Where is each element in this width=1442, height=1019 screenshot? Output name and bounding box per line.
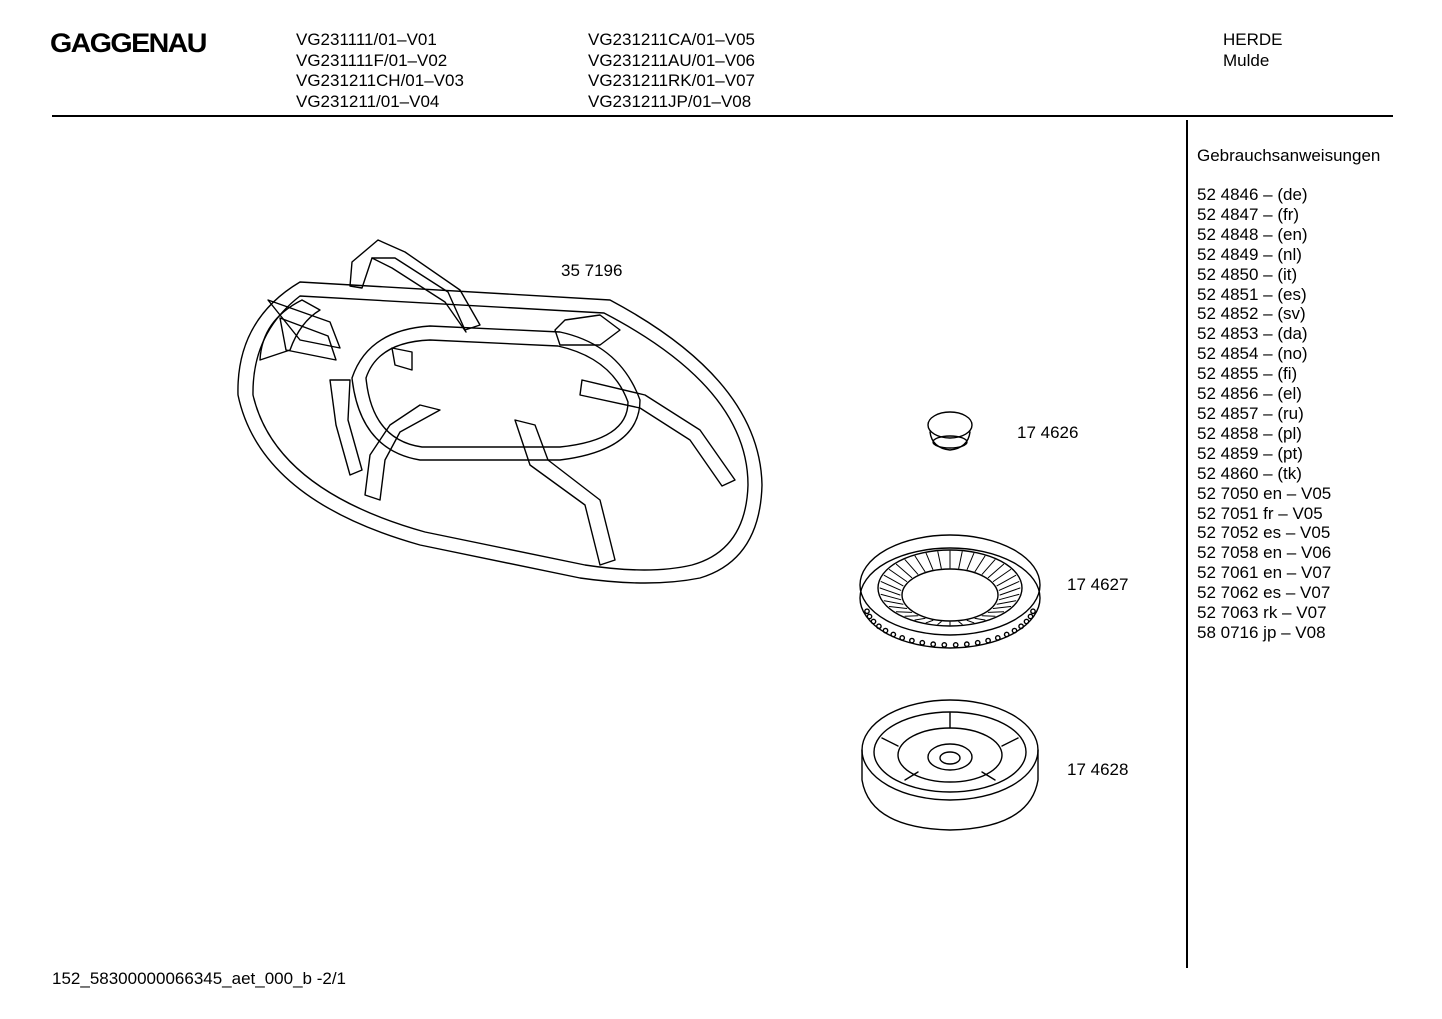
category: HERDE Mulde — [1223, 30, 1283, 71]
manual-item: 58 0716 jp – V08 — [1197, 622, 1326, 642]
model-list-col2: VG231211CA/01–V05 VG231211AU/01–V06 VG23… — [588, 30, 755, 112]
manual-item: 52 4849 – (nl) — [1197, 244, 1302, 264]
manual-item: 52 7052 es – V05 — [1197, 523, 1331, 543]
manual-item: 52 7063 rk – V07 — [1197, 603, 1327, 623]
manual-item: 52 4851 – (es) — [1197, 284, 1307, 304]
burner-base-drawing — [861, 699, 1039, 831]
header-divider — [52, 115, 1393, 117]
manual-item: 52 7061 en – V07 — [1197, 563, 1332, 583]
category-line2: Mulde — [1223, 50, 1270, 70]
manuals-items: 52 4846 – (de)52 4847 – (fr)52 4848 – (e… — [1197, 185, 1380, 643]
grate-part-number: 35 7196 — [561, 261, 623, 280]
burner-ports — [864, 550, 1036, 648]
model-number: VG231211CH/01–V03 — [296, 71, 464, 90]
manual-item: 52 4860 – (tk) — [1197, 463, 1302, 483]
manual-item: 52 4857 – (ru) — [1197, 403, 1304, 423]
manual-item: 52 4856 – (el) — [1197, 384, 1302, 404]
manual-item: 52 4847 – (fr) — [1197, 204, 1300, 224]
manual-item: 52 7051 fr – V05 — [1197, 503, 1323, 523]
model-number: VG231211/01–V04 — [296, 91, 440, 111]
burner-base-part-number: 17 4628 — [1067, 760, 1129, 779]
category-line1: HERDE — [1223, 30, 1283, 49]
model-number: VG231111/01–V01 — [296, 30, 437, 49]
model-number: VG231211CA/01–V05 — [588, 30, 755, 49]
manuals-heading: Gebrauchsanweisungen — [1197, 146, 1381, 165]
cap-part-number: 17 4626 — [1017, 423, 1079, 442]
model-list-col1: VG231111/01–V01 VG231111F/01–V02 VG23121… — [296, 30, 464, 112]
model-number: VG231111F/01–V02 — [296, 50, 448, 70]
manual-item: 52 4858 – (pl) — [1197, 423, 1302, 443]
manual-item: 52 4852 – (sv) — [1197, 304, 1306, 324]
sidebar-divider — [1186, 120, 1188, 968]
manuals-list: Gebrauchsanweisungen 52 4846 – (de)52 48… — [1197, 146, 1380, 643]
manual-item: 52 4850 – (it) — [1197, 264, 1298, 284]
manual-item: 52 4853 – (da) — [1197, 324, 1308, 344]
grate-drawing — [237, 239, 763, 584]
model-number: VG231211AU/01–V06 — [588, 50, 755, 70]
manual-item: 52 4846 – (de) — [1197, 185, 1308, 204]
manual-item: 52 4848 – (en) — [1197, 224, 1308, 244]
model-number: VG231211JP/01–V08 — [588, 91, 752, 111]
burner-ring-drawing — [859, 534, 1041, 649]
manual-item: 52 7062 es – V07 — [1197, 583, 1331, 603]
burner-ring-part-number: 17 4627 — [1067, 575, 1129, 594]
brand-logo: GAGGENAU — [50, 28, 207, 58]
manual-item: 52 4859 – (pt) — [1197, 443, 1303, 463]
manual-item: 52 4854 – (no) — [1197, 344, 1308, 364]
manual-item: 52 7058 en – V06 — [1197, 543, 1332, 563]
burner-cap-drawing — [927, 411, 973, 451]
manual-item: 52 4855 – (fi) — [1197, 364, 1298, 384]
manual-item: 52 7050 en – V05 — [1197, 483, 1332, 503]
document-footer: 152_58300000066345_aet_000_b -2/1 — [52, 969, 347, 988]
model-number: VG231211RK/01–V07 — [588, 71, 755, 90]
